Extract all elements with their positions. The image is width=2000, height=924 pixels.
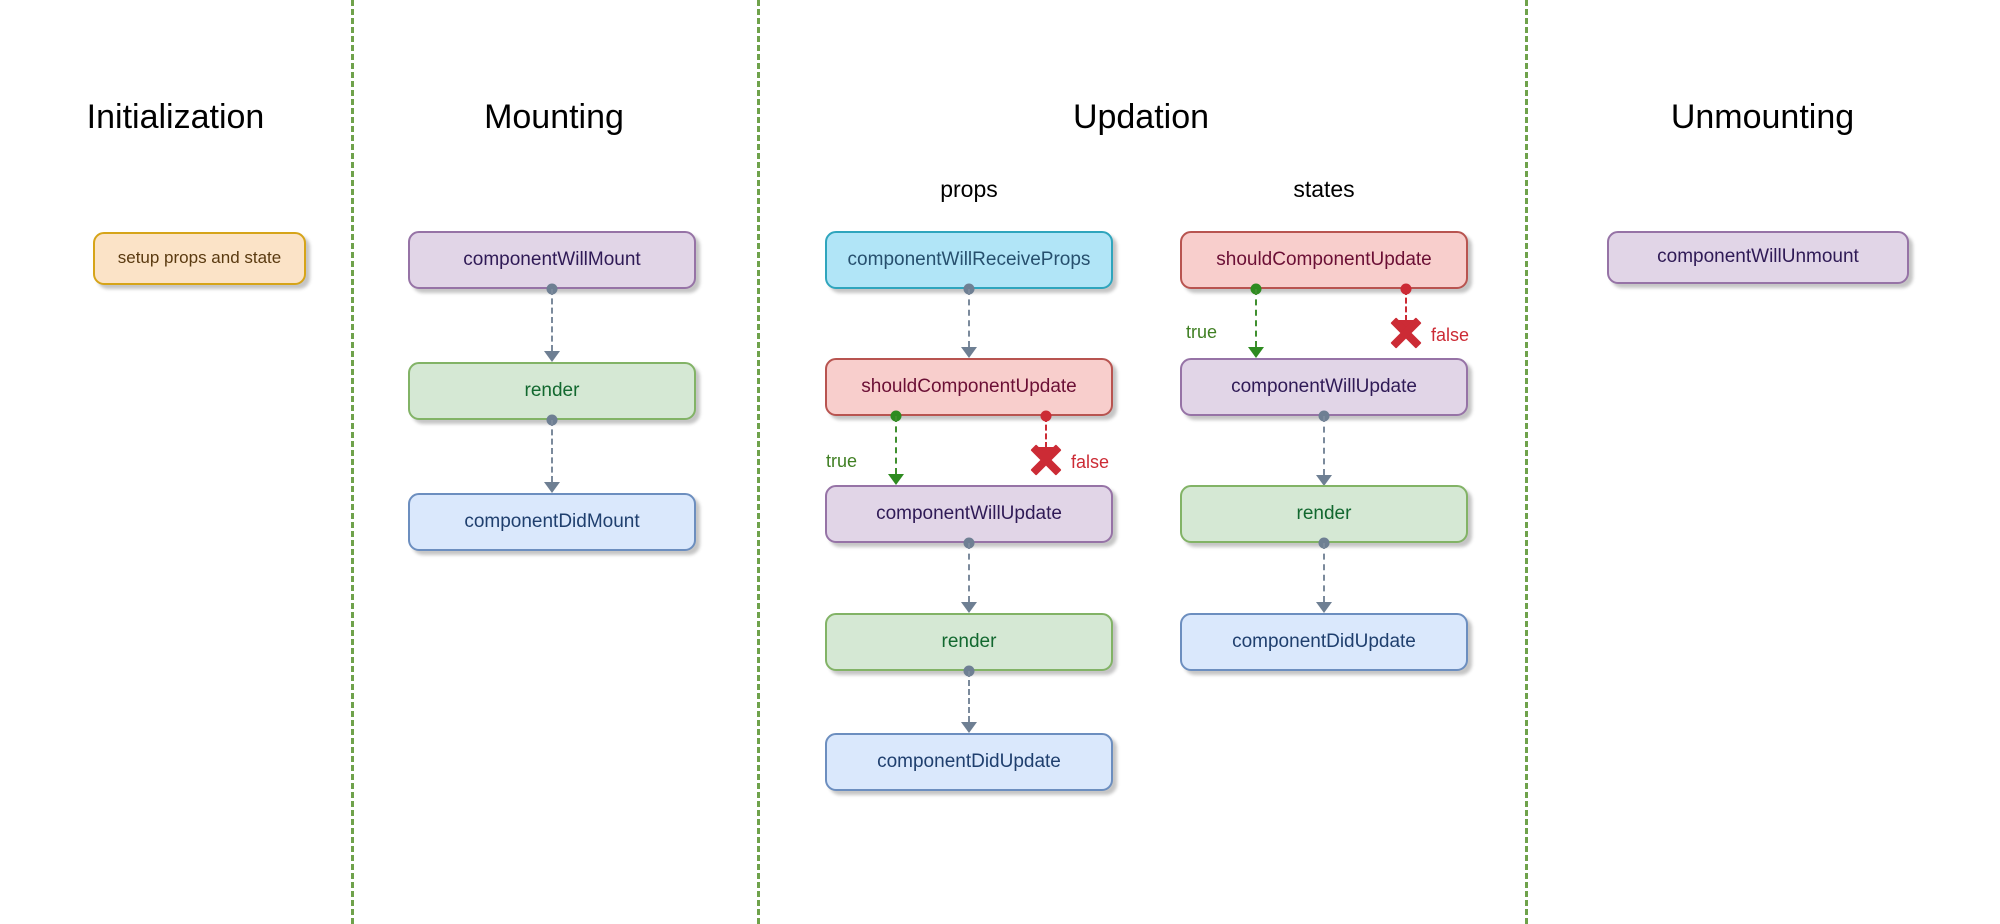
node-component-will-update-states[interactable]: componentWillUpdate [1180,358,1468,416]
connector-line [968,671,970,722]
arrowhead-icon [961,602,977,613]
node-component-did-update-states[interactable]: componentDidUpdate [1180,613,1468,671]
node-component-did-update-props[interactable]: componentDidUpdate [825,733,1113,791]
connector-will-update-to-render-states [1308,410,1340,486]
node-render-states[interactable]: render [1180,485,1468,543]
connector-render-to-did-update-props [953,665,985,733]
node-setup-props-and-state[interactable]: setup props and state [93,232,306,285]
column-divider-2 [757,0,760,924]
column-title-initialization: Initialization [86,98,265,136]
cross-icon-props-false [1029,443,1063,477]
subcolumn-title-props: props [940,176,998,202]
connector-states-true-branch [1240,283,1272,358]
connector-line [1255,289,1257,347]
connector-line [968,289,970,347]
arrowhead-icon [544,351,560,362]
connector-render-to-did-update-states [1308,537,1340,613]
arrowhead-icon [1038,447,1054,458]
node-component-will-mount[interactable]: componentWillMount [408,231,696,289]
column-title-updation: Updation [1072,98,1210,136]
connector-line [551,289,553,351]
node-should-component-update-states[interactable]: shouldComponentUpdate [1180,231,1468,289]
subcolumn-title-states: states [1293,176,1355,202]
branch-label-false-states: false [1431,325,1470,345]
connector-line [1323,416,1325,475]
arrowhead-icon [1316,602,1332,613]
node-component-will-unmount[interactable]: componentWillUnmount [1607,231,1909,284]
arrowhead-icon [888,474,904,485]
node-component-will-receive-props[interactable]: componentWillReceiveProps [825,231,1113,289]
connector-will-update-to-render-props [953,537,985,613]
column-divider-3 [1525,0,1528,924]
connector-line [1045,416,1047,448]
arrowhead-icon [961,347,977,358]
column-divider-1 [351,0,354,924]
node-render-props[interactable]: render [825,613,1113,671]
connector-line [1323,543,1325,602]
node-component-did-mount[interactable]: componentDidMount [408,493,696,551]
arrowhead-icon [1248,347,1264,358]
cross-icon-states-false [1389,316,1423,350]
connector-line [968,543,970,602]
connector-states-false-branch [1390,283,1422,331]
connector-props-false-branch [1030,410,1062,458]
node-render-mounting[interactable]: render [408,362,696,420]
connector-props-true-branch [880,410,912,485]
node-component-will-update-props[interactable]: componentWillUpdate [825,485,1113,543]
node-should-component-update-props[interactable]: shouldComponentUpdate [825,358,1113,416]
branch-label-true-states: true [1186,322,1218,342]
connector-receive-props-to-should-update [953,283,985,358]
arrowhead-icon [961,722,977,733]
column-title-unmounting: Unmounting [1670,98,1855,136]
connector-render-to-did-mount [536,414,568,493]
branch-label-true-props: true [826,451,858,471]
connector-line [1405,289,1407,321]
connector-line [551,420,553,482]
connector-line [895,416,897,474]
arrowhead-icon [1398,320,1414,331]
column-title-mounting: Mounting [484,98,624,136]
arrowhead-icon [544,482,560,493]
connector-will-mount-to-render [536,283,568,362]
branch-label-false-props: false [1071,452,1110,472]
